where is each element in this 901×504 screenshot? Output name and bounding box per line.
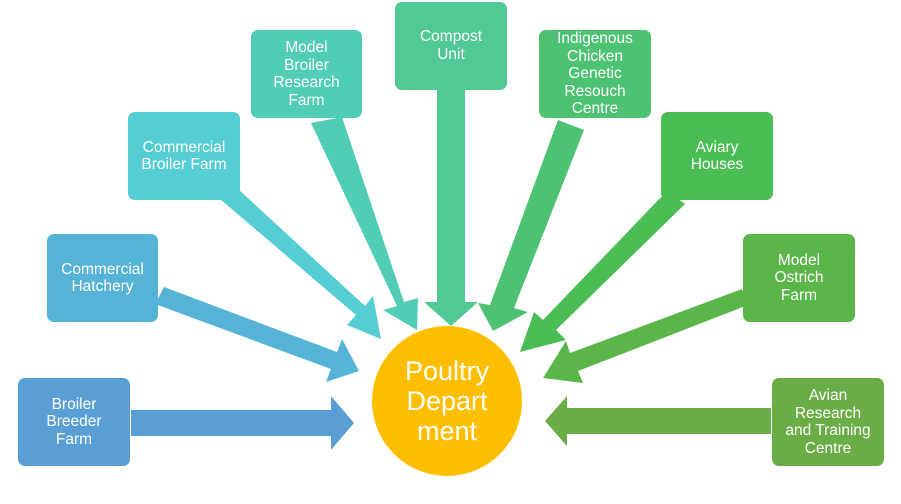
unit-aviary-houses: Aviary Houses <box>661 112 773 200</box>
arrow-model-broiler-research-farm <box>311 117 418 330</box>
arrow-commercial-broiler-farm <box>220 189 381 339</box>
arrow-broiler-breeder-farm <box>131 396 354 450</box>
unit-model-broiler-research-farm: Model Broiler Research Farm <box>251 30 362 118</box>
arrow-avian-research-centre <box>545 396 771 446</box>
arrow-aviary-houses <box>520 191 685 352</box>
unit-indigenous-chicken-genetic-resouch-centre: Indigenous Chicken Genetic Resouch Centr… <box>539 30 651 118</box>
unit-broiler-breeder-farm: Broiler Breeder Farm <box>18 378 130 466</box>
arrow-commercial-hatchery <box>155 287 359 382</box>
unit-model-ostrich-farm: Model Ostrich Farm <box>743 234 855 322</box>
unit-commercial-hatchery: Commercial Hatchery <box>47 234 158 322</box>
unit-commercial-broiler-farm: Commercial Broiler Farm <box>128 112 240 200</box>
unit-compost-unit: Compost Unit <box>395 2 507 90</box>
poultry-department-hub: Poultry Depart ment <box>372 326 522 476</box>
arrow-compost-unit <box>424 89 478 326</box>
unit-avian-research-and-training-centre: Avian Research and Training Centre <box>772 378 884 466</box>
arrow-model-ostrich-farm <box>543 289 748 383</box>
arrow-indigenous-chicken-centre <box>478 120 584 331</box>
